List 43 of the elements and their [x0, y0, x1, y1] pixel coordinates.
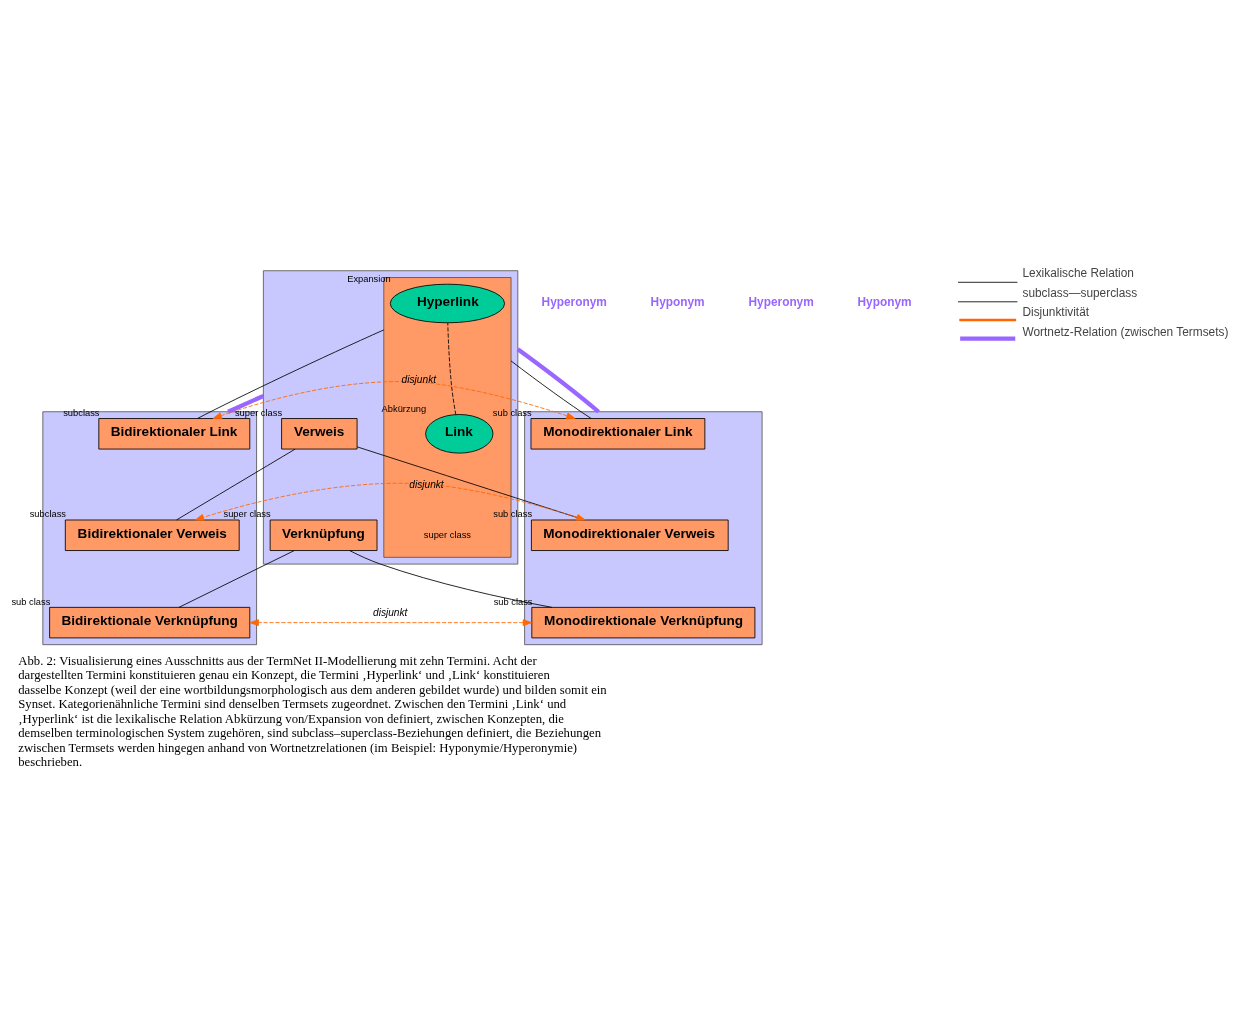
arrow — [212, 380, 576, 419]
node-label: Expansion — [347, 273, 391, 284]
node-label: subclass — [63, 407, 100, 418]
label: Hyponym — [650, 294, 705, 309]
edge-label: disjunkt — [409, 478, 444, 490]
legend-label: Disjunktivität — [1022, 304, 1090, 319]
node-box: Bidirektionaler Verweis — [64, 519, 240, 551]
node-label: sub class — [492, 407, 532, 418]
node-label: super class — [423, 529, 472, 540]
node-box: Monodirektionaler Verweis — [530, 519, 729, 551]
node-box: Bidirektionale Verknüpfung — [49, 606, 251, 638]
node-label: sub class — [11, 596, 51, 607]
node-label: super class — [234, 407, 283, 418]
node-box: Verweis — [281, 417, 358, 449]
label: Hyperonym — [541, 294, 607, 309]
node-ellipse: Hyperlink — [389, 283, 505, 323]
connector — [356, 445, 586, 520]
connector — [178, 549, 295, 608]
legend-label: Wortnetz-Relation (zwischen Termsets) — [1022, 324, 1229, 339]
connector — [447, 321, 457, 415]
connector — [349, 549, 553, 608]
node-label: sub class — [493, 508, 533, 519]
legend-label: subclass—superclass — [1022, 285, 1138, 300]
node-box: Monodirektionale Verknüpfung — [531, 606, 756, 638]
caption: Abb. 2: Visualisierung eines Ausschnitts aus der TermNet II-Modellierung mit zehn Termini. Acht der dargestellten Termini konstituieren genau ein Konzept, die Termini ‚Hyperlink‘ und ‚Link‘ konstituieren dasselbe Konzept (weil der eine wortbildungsmorphologisch aus dem anderen gebildet wurde) und bilden somit ein Synset. Kategorienähnliche Termini sind denselben Termsets zugeordnet. Zwischen den Termini ‚Link‘ und ‚Hyperlink‘ ist die lexikalische Relation Abkürzung von/Expansion von definiert, zwischen Konzepten, die demselben terminologischen System zugehören, sind subclass–superclass-Beziehungen definiert, die Beziehungen zwischen Termsets werden hingegen anhand von Wortnetzrelationen (im Beispiel: Hyponymie/Hyperonymie) beschrieben. — [18, 653, 607, 769]
edge-label: disjunkt — [401, 373, 437, 385]
node-label: super class — [223, 508, 271, 519]
connector — [227, 393, 265, 414]
edge-label: disjunkt — [373, 606, 408, 618]
node-box: Bidirektionaler Link — [98, 417, 251, 449]
arrow — [194, 482, 586, 521]
legend-label: Lexikalische Relation — [1022, 265, 1134, 280]
label: Hyponym — [857, 294, 912, 309]
connector — [176, 448, 296, 520]
node-ellipse: Link — [425, 413, 494, 454]
connector — [516, 346, 600, 413]
arrow — [249, 618, 533, 626]
label: Hyperonym — [748, 294, 814, 309]
node-label: subclass — [29, 508, 66, 519]
connector — [510, 360, 592, 419]
node-box: Verknüpfung — [269, 519, 378, 551]
connector — [197, 328, 385, 419]
node-box: Monodirektionaler Link — [530, 417, 706, 449]
